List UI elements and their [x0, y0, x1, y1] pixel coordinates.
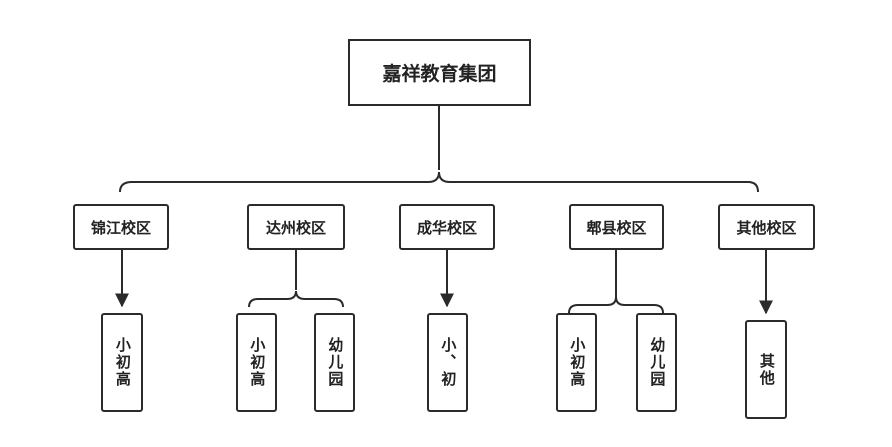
- school-pixian-k12: 小初高: [556, 313, 597, 412]
- school-label: 小初高: [568, 337, 587, 388]
- dazhou-brace: [248, 290, 344, 308]
- school-label: 其他: [757, 352, 776, 387]
- school-other: 其他: [745, 320, 787, 419]
- school-label: 小、初: [439, 337, 458, 388]
- school-label: 幼儿园: [326, 337, 345, 388]
- root-node: 嘉祥教育集团: [348, 39, 531, 106]
- school-pixian-kindergarten: 幼儿园: [636, 313, 677, 412]
- school-jinjiang-k12: 小初高: [101, 313, 143, 412]
- campus-label: 达州校区: [265, 218, 326, 237]
- campus-jinjiang: 锦江校区: [73, 204, 169, 250]
- campus-other: 其他校区: [718, 204, 815, 250]
- school-label: 小初高: [113, 337, 132, 388]
- school-label: 幼儿园: [648, 337, 667, 388]
- campus-label: 成华校区: [416, 218, 477, 237]
- school-dazhou-kindergarten: 幼儿园: [314, 313, 355, 412]
- campus-label: 锦江校区: [90, 218, 151, 237]
- campus-chenghua: 成华校区: [399, 204, 495, 250]
- school-chenghua-primary-middle: 小、初: [427, 313, 468, 412]
- campus-label: 郫县校区: [586, 218, 647, 237]
- campus-pixian: 郫县校区: [569, 204, 664, 250]
- root-label: 嘉祥教育集团: [382, 63, 497, 85]
- pixian-brace: [568, 296, 664, 314]
- school-dazhou-k12: 小初高: [236, 313, 277, 412]
- campus-label: 其他校区: [736, 218, 797, 237]
- campus-brace: [119, 171, 759, 193]
- school-label: 小初高: [248, 337, 267, 388]
- campus-dazhou: 达州校区: [247, 204, 345, 250]
